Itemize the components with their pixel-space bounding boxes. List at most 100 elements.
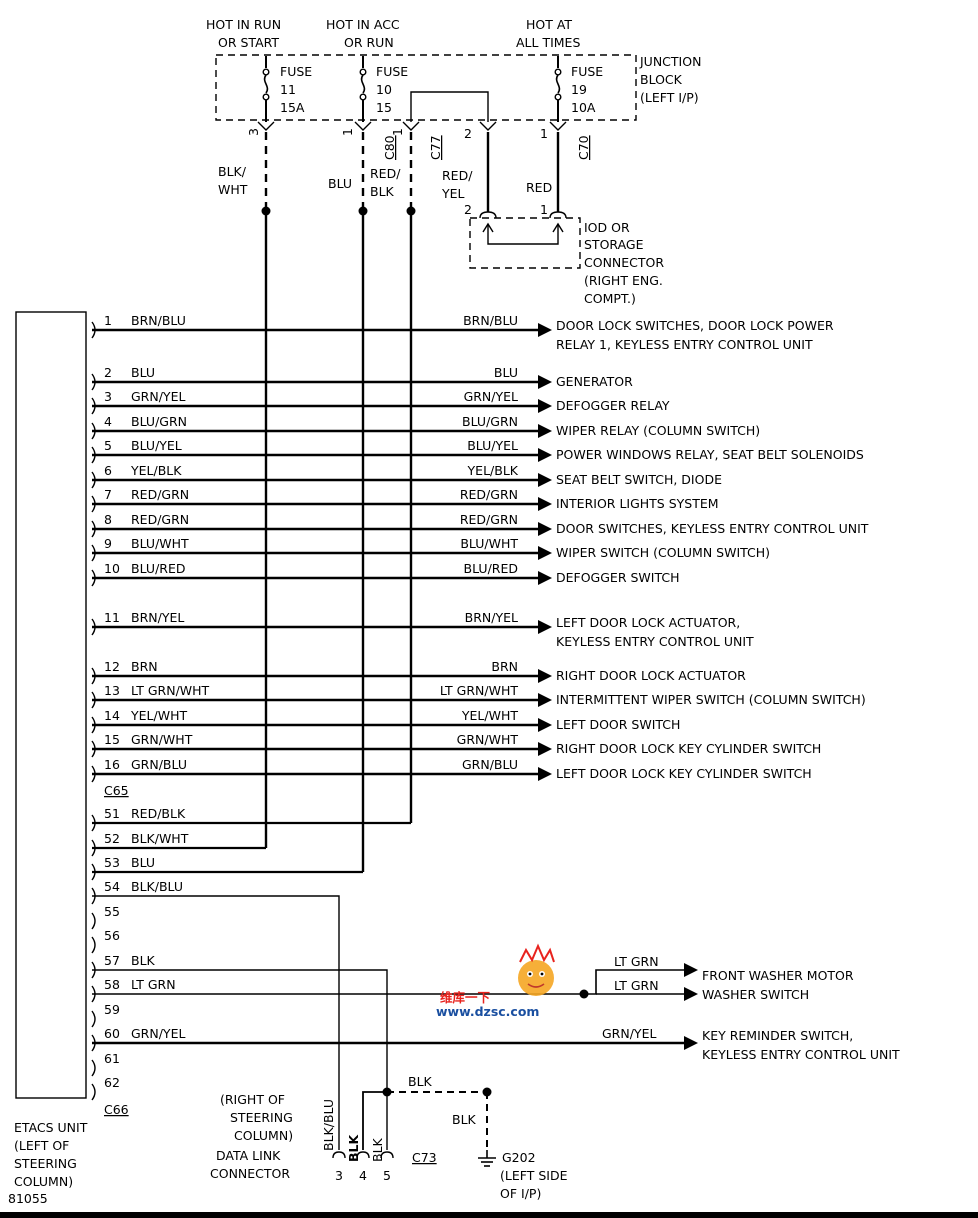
wire-color-right: BRN <box>491 659 518 674</box>
dlc-pin-5: 5 <box>383 1168 391 1183</box>
feed-wires <box>264 132 560 212</box>
wire-arrow-icon <box>538 473 552 487</box>
wire-color-left: RED/GRN <box>131 487 189 502</box>
fuse2-rating: 15 <box>376 100 392 115</box>
etacs-label-1: ETACS UNIT <box>14 1120 88 1135</box>
pin-number: 7 <box>104 487 112 502</box>
iod-connector-outline <box>469 217 581 269</box>
wire-destination: LEFT DOOR LOCK ACTUATOR, <box>556 615 740 630</box>
pin-terminal-icon <box>91 1083 96 1101</box>
fuse2-header-2: OR RUN <box>344 35 394 50</box>
key-reminder-dest-1: KEY REMINDER SWITCH, <box>702 1028 853 1043</box>
key-reminder-wire-label: GRN/YEL <box>602 1026 656 1041</box>
wire-color-right: YEL/WHT <box>461 708 518 723</box>
fuse1-rating: 15A <box>280 100 305 115</box>
wire-color-right: RED/GRN <box>460 512 518 527</box>
ground-wire-side: BLK <box>452 1112 477 1127</box>
wire-color-label: BLU <box>131 855 155 870</box>
pin-number: 55 <box>104 904 120 919</box>
wire-destination: INTERIOR LIGHTS SYSTEM <box>556 496 719 511</box>
wire-destination: POWER WINDOWS RELAY, SEAT BELT SOLENOIDS <box>556 447 864 462</box>
wire-color-right: BLU <box>494 365 518 380</box>
wire-color-label: BLK <box>131 953 156 968</box>
wire-arrow-icon <box>538 497 552 511</box>
wire-destination: LEFT DOOR SWITCH <box>556 717 680 732</box>
wire-destination: DOOR SWITCHES, KEYLESS ENTRY CONTROL UNI… <box>556 521 869 536</box>
pin-number: 5 <box>104 438 112 453</box>
etacs-lower-pin-row: 59 <box>91 1002 120 1028</box>
pin-terminal-icon <box>91 1010 96 1028</box>
wire-arrow-icon <box>538 375 552 389</box>
iod-label-3: CONNECTOR <box>584 255 664 270</box>
pin-number: 57 <box>104 953 120 968</box>
fuse3-pin: 1 <box>540 126 548 141</box>
pin-number: 14 <box>104 708 120 723</box>
dlc-location-3: COLUMN) <box>234 1128 293 1143</box>
wire-arrow-icon <box>538 522 552 536</box>
ground-wire-top: BLK <box>408 1074 433 1089</box>
iod-label-1: IOD OR <box>584 220 630 235</box>
wire-destination: RIGHT DOOR LOCK ACTUATOR <box>556 668 746 683</box>
wire-color-left: BRN/BLU <box>131 313 186 328</box>
c77-pin-right: 2 <box>464 126 472 141</box>
wire-color-left: LT GRN/WHT <box>131 683 210 698</box>
wire-arrow-icon <box>538 620 552 634</box>
pin-number: 60 <box>104 1026 120 1041</box>
fuse-10 <box>359 56 367 122</box>
dlc-wire-blk-blu: BLK/BLU <box>321 1099 336 1151</box>
wire-color-right: GRN/WHT <box>457 732 519 747</box>
wire-color-right: RED/GRN <box>460 487 518 502</box>
pin-number: 1 <box>104 313 112 328</box>
wire-color-right: BLU/RED <box>464 561 519 576</box>
wire-arrow-icon <box>538 571 552 585</box>
etacs-wire-row: 7 RED/GRN RED/GRN INTERIOR LIGHTS SYSTEM <box>91 487 719 513</box>
wire-destination: GENERATOR <box>556 374 633 389</box>
wire-color-left: YEL/WHT <box>130 708 187 723</box>
pin-number: 59 <box>104 1002 120 1017</box>
fuse2-pin: 1 <box>340 128 355 136</box>
watermark-site: www.dzsc.com <box>436 1004 539 1019</box>
junction-pin-terminals <box>257 121 567 131</box>
feed-wire-label-red-yel-1: RED/ <box>442 168 473 183</box>
wire-color-left: GRN/YEL <box>131 389 185 404</box>
etacs-lower-pin-row: 55 <box>91 904 120 930</box>
etacs-unit-box <box>15 311 87 1099</box>
ground-location-2: OF I/P) <box>500 1186 541 1201</box>
etacs-lower-pin-row: 62 <box>91 1075 120 1101</box>
wire-color-label: GRN/YEL <box>131 1026 185 1041</box>
pin-number: 6 <box>104 463 112 478</box>
wire-destination: DEFOGGER SWITCH <box>556 570 680 585</box>
fuse2-number: 10 <box>376 82 392 97</box>
etacs-wire-row: 14 YEL/WHT YEL/WHT LEFT DOOR SWITCH <box>91 708 680 734</box>
pin-terminal-icon <box>91 912 96 930</box>
ground-name: G202 <box>502 1150 536 1165</box>
pin-terminal-icon <box>91 936 96 954</box>
feed-wire-label-blu: BLU <box>328 176 352 191</box>
wire-color-label: RED/BLK <box>131 806 186 821</box>
pin-number: 15 <box>104 732 120 747</box>
junction-block-outline <box>215 54 637 121</box>
dlc-splice-right <box>482 1087 492 1097</box>
key-reminder-branch: GRN/YEL KEY REMINDER SWITCH, KEYLESS ENT… <box>602 1026 900 1062</box>
ground-icon <box>478 1150 496 1167</box>
wire-destination-line-2: KEYLESS ENTRY CONTROL UNIT <box>556 634 754 649</box>
wire-destination-line-2: RELAY 1, KEYLESS ENTRY CONTROL UNIT <box>556 337 813 352</box>
wire-color-left: BLU/RED <box>131 561 186 576</box>
wire-color-left: RED/GRN <box>131 512 189 527</box>
wire-color-left: BLU/GRN <box>131 414 187 429</box>
wire-arrow-icon <box>538 669 552 683</box>
wire-arrow-icon <box>538 424 552 438</box>
washer-wire-1-label: LT GRN <box>614 954 659 969</box>
washer-wire-2-label: LT GRN <box>614 978 659 993</box>
washer-dest-1: FRONT WASHER MOTOR <box>702 968 854 983</box>
wire-color-right: LT GRN/WHT <box>440 683 519 698</box>
fuse2-label: FUSE <box>376 64 408 79</box>
pin-number: 3 <box>104 389 112 404</box>
fuse-19 <box>554 56 562 122</box>
